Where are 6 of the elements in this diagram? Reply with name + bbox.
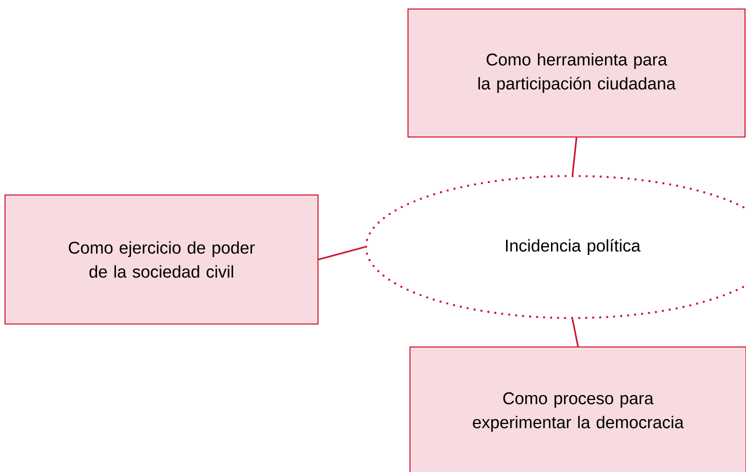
text-box: Como ejercicio de poder de la sociedad civil xyxy=(4,194,318,324)
connector-line xyxy=(572,137,578,175)
text-box: Como proceso para experimentar la democracia xyxy=(410,346,746,472)
text-box: Como herramienta para la participación ciudadana xyxy=(408,8,746,138)
connector-line xyxy=(318,246,366,260)
connector-line xyxy=(572,318,579,347)
